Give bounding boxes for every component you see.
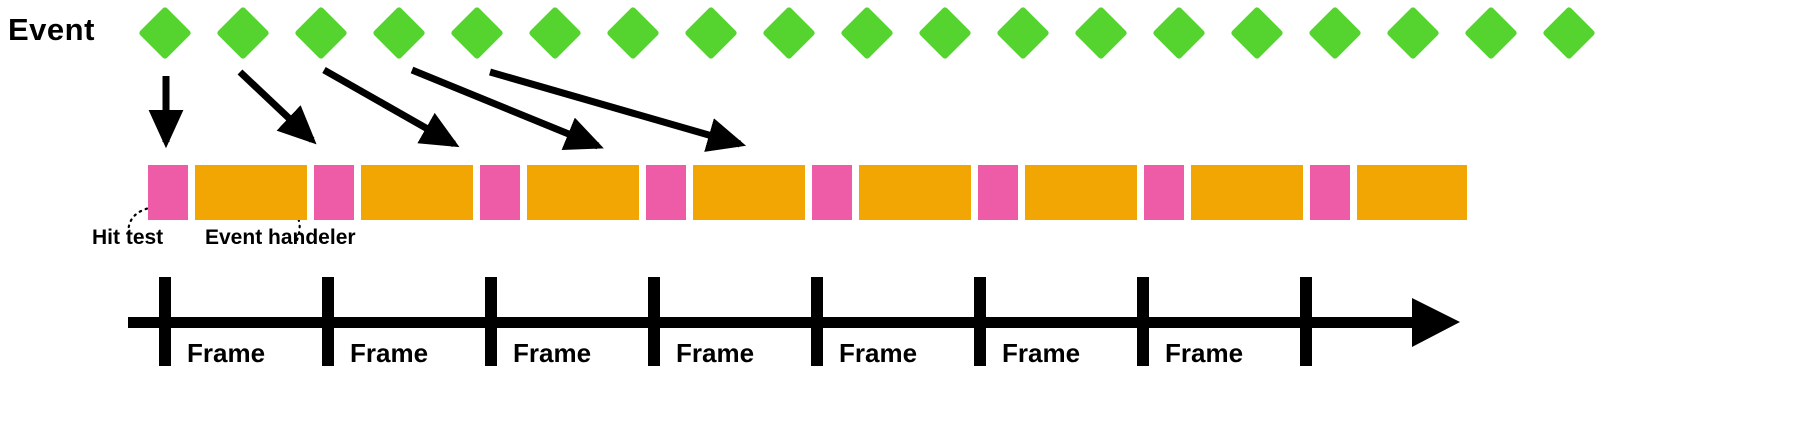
event-dispatch-arrow: [237, 69, 317, 145]
timeline-tick: [811, 277, 823, 366]
event-handler-segment: [195, 165, 307, 220]
hit-test-segment: [978, 165, 1018, 220]
frame-label: Frame: [187, 338, 266, 368]
timeline-tick: [974, 277, 986, 366]
hit-test-segment: [1144, 165, 1184, 220]
timeline-tick: [648, 277, 660, 366]
event-diamond: [1386, 6, 1440, 60]
event-dispatch-arrow: [410, 66, 604, 151]
event-diamond: [1152, 6, 1206, 60]
timeline-tick: [1300, 277, 1312, 366]
event-handler-segment: [1025, 165, 1137, 220]
frame-label: Frame: [1002, 338, 1081, 368]
event-handler-segment: [1357, 165, 1467, 220]
event-handler-label: Event handeler: [205, 226, 356, 249]
event-handler-segment: [693, 165, 805, 220]
event-diamond: [138, 6, 192, 60]
event-dispatch-arrow: [489, 68, 747, 152]
frame-label: Frame: [350, 338, 429, 368]
timeline-arrowhead-icon: [1412, 298, 1460, 347]
event-diamond: [528, 6, 582, 60]
frame-label: Frame: [839, 338, 918, 368]
event-handler-segment: [527, 165, 639, 220]
event-diamond: [1464, 6, 1518, 60]
hit-test-segment: [480, 165, 520, 220]
hit-test-label: Hit test: [92, 226, 164, 249]
event-diamond: [216, 6, 270, 60]
timeline-tick: [1137, 277, 1149, 366]
hit-test-segment: [646, 165, 686, 220]
event-label: Event: [8, 12, 95, 47]
event-handler-segment: [361, 165, 473, 220]
event-handler-segment: [1191, 165, 1303, 220]
event-diamond: [450, 6, 504, 60]
event-diamond: [1542, 6, 1596, 60]
event-diamond: [1230, 6, 1284, 60]
frame-label: Frame: [1165, 338, 1244, 368]
event-diamond: [762, 6, 816, 60]
timeline-tick: [485, 277, 497, 366]
event-dispatch-arrow: [322, 66, 460, 148]
event-diamond: [294, 6, 348, 60]
event-diamond: [1308, 6, 1362, 60]
frame-label: Frame: [513, 338, 592, 368]
event-diamond: [918, 6, 972, 60]
hit-test-segment: [812, 165, 852, 220]
event-diamond: [1074, 6, 1128, 60]
timeline-line: [128, 317, 1412, 328]
event-diamond: [372, 6, 426, 60]
hit-test-segment: [314, 165, 354, 220]
event-diamond: [840, 6, 894, 60]
event-diamond: [996, 6, 1050, 60]
event-diamond: [684, 6, 738, 60]
timeline-tick: [322, 277, 334, 366]
timeline-tick: [159, 277, 171, 366]
frame-label: Frame: [676, 338, 755, 368]
event-diamond: [606, 6, 660, 60]
hit-test-segment: [1310, 165, 1350, 220]
event-handler-segment: [859, 165, 971, 220]
hit-test-segment: [148, 165, 188, 220]
